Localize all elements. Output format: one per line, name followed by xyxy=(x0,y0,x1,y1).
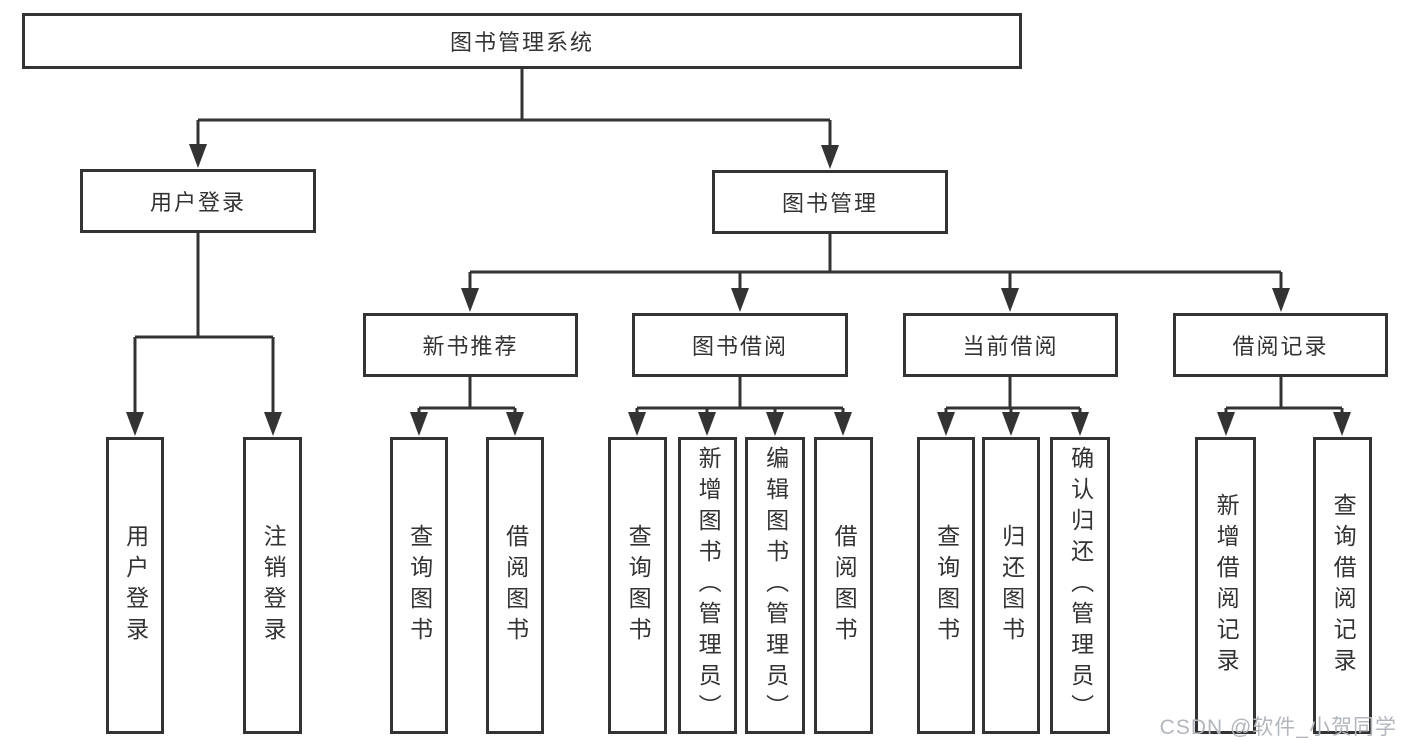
leaf-user-login-label: 用户登录 xyxy=(122,523,149,648)
leaf-borrow-edit-books-admin-label: 编辑图书（管理员） xyxy=(762,446,789,725)
node-new-book-recommend: 新书推荐 xyxy=(363,313,578,377)
leaf-newrec-borrow-books-label: 借阅图书 xyxy=(502,523,529,648)
leaf-current-confirm-return-admin: 确认归还（管理员） xyxy=(1050,437,1110,734)
leaf-records-query-record: 查询借阅记录 xyxy=(1313,437,1372,734)
node-user-login-label: 用户登录 xyxy=(149,190,246,215)
leaf-borrow-borrow-books-label: 借阅图书 xyxy=(831,523,858,648)
leaf-records-query-record-label: 查询借阅记录 xyxy=(1330,492,1357,679)
node-book-management: 图书管理 xyxy=(712,170,948,234)
leaf-records-add-record-label: 新增借阅记录 xyxy=(1213,492,1240,679)
node-book-borrowing: 图书借阅 xyxy=(632,313,848,377)
node-new-book-recommend-label: 新书推荐 xyxy=(422,334,519,359)
leaf-borrow-add-books-admin-label: 新增图书（管理员） xyxy=(695,446,722,725)
leaf-newrec-borrow-books: 借阅图书 xyxy=(486,437,544,734)
node-root: 图书管理系统 xyxy=(22,13,1022,69)
leaf-current-return-books: 归还图书 xyxy=(982,437,1040,734)
leaf-current-confirm-return-admin-label: 确认归还（管理员） xyxy=(1067,446,1094,725)
node-book-management-label: 图书管理 xyxy=(781,191,878,216)
leaf-user-login: 用户登录 xyxy=(106,437,164,734)
leaf-borrow-query-books: 查询图书 xyxy=(608,437,667,734)
leaf-borrow-query-books-label: 查询图书 xyxy=(625,523,652,648)
leaf-newrec-query-books-label: 查询图书 xyxy=(406,523,433,648)
leaf-logout-label: 注销登录 xyxy=(260,523,287,648)
leaf-current-query-books-label: 查询图书 xyxy=(933,523,960,648)
leaf-logout: 注销登录 xyxy=(243,437,302,734)
node-current-borrowing: 当前借阅 xyxy=(903,313,1118,377)
node-current-borrowing-label: 当前借阅 xyxy=(962,334,1059,359)
leaf-records-add-record: 新增借阅记录 xyxy=(1195,437,1256,734)
node-user-login: 用户登录 xyxy=(80,169,316,233)
leaf-newrec-query-books: 查询图书 xyxy=(390,437,448,734)
node-borrowing-records-label: 借阅记录 xyxy=(1232,334,1329,359)
leaf-current-query-books: 查询图书 xyxy=(917,437,975,734)
leaf-borrow-borrow-books: 借阅图书 xyxy=(814,437,873,734)
leaf-borrow-edit-books-admin: 编辑图书（管理员） xyxy=(745,437,805,734)
node-root-label: 图书管理系统 xyxy=(449,30,594,55)
leaf-current-return-books-label: 归还图书 xyxy=(998,523,1025,648)
node-borrowing-records: 借阅记录 xyxy=(1173,313,1388,377)
leaf-borrow-add-books-admin: 新增图书（管理员） xyxy=(678,437,737,734)
node-book-borrowing-label: 图书借阅 xyxy=(691,334,788,359)
